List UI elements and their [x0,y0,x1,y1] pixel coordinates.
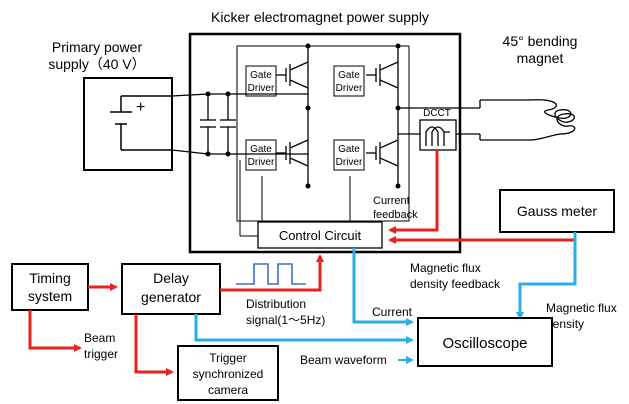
gate-driver-4-label: Gate [338,144,360,155]
igbt-q4 [366,139,399,167]
control-circuit-label: Control Circuit [279,228,362,243]
magnet-coil-icon [529,99,576,141]
distribution-label-1: Distribution [246,297,306,311]
delay-to-camera-arrow [134,314,174,376]
dcct-coil-icon [425,126,450,146]
delay-generator-box [121,263,221,315]
capacitor-2 [220,94,236,154]
igbt-q2 [366,61,399,89]
camera-label-2: synchronized [193,367,264,381]
primary-power-box [83,77,173,171]
kicker-power-supply-box [188,32,462,254]
kicker-title: Kicker electromagnet power supply [211,9,429,25]
timing-label-1: Timing [29,270,71,286]
current-label: Current [372,305,413,319]
primary-title-1: Primary power [52,39,143,55]
magnet-title-1: 45° bending [503,33,578,49]
flux-feedback-label-1: Magnetic flux [410,261,481,275]
flux-density-label-2: density [546,317,584,331]
flux-density-arrow [516,232,577,320]
magnet-title-2: magnet [517,50,564,66]
pulse-waveform-icon [236,263,306,285]
gauss-meter-box [499,189,615,233]
current-feedback-label-1: Current [373,195,410,207]
current-feedback-label-2: feedback [373,209,418,221]
plus-sign: + [136,99,145,116]
beam-trigger-label-1: Beam [84,331,115,345]
distribution-label-2: signal(1～5Hz) [246,313,325,327]
timing-label-2: system [28,288,72,304]
gate-driver-3-label: Gate [250,144,272,155]
oscilloscope-label: Oscilloscope [442,335,527,352]
beam-trigger-label-2: trigger [84,347,118,361]
igbt-q1 [276,61,309,89]
gate-driver-1-label: Gate [250,70,272,81]
igbt-q3 [276,139,309,167]
delay-to-scope-arrow [194,314,414,344]
delay-label-1: Delay [153,270,189,286]
capacitor-1 [200,94,216,154]
delay-label-2: generator [141,289,201,305]
beam-trigger-arrow [28,310,82,352]
gate-driver-3 [245,139,277,171]
oscilloscope-box [417,317,553,367]
current-feedback-arrow [388,150,439,234]
camera-label-1: Trigger [209,351,247,365]
gate-driver-3-label-2: Driver [248,157,275,168]
flux-feedback-label-2: density feedback [410,277,501,291]
gate-driver-1-label-2: Driver [248,83,275,94]
flux-density-label-1: Magnetic flux [546,301,617,315]
gate-driver-2-label: Gate [338,70,360,81]
dcct-label: DCCT [423,108,451,119]
timing-system-box [11,263,89,311]
current-arrow [352,248,414,326]
gate-driver-1 [245,65,277,97]
camera-label-3: camera [208,383,248,397]
control-circuit-box [257,221,383,249]
battery-icon [110,95,172,151]
distribution-signal-arrow [220,254,324,292]
gate-driver-4 [333,139,365,171]
trigger-camera-box [177,345,279,401]
gate-driver-2-label-2: Driver [336,83,363,94]
gate-driver-4-label-2: Driver [336,157,363,168]
gate-driver-2 [333,65,365,97]
primary-title-2: supply（40 V） [48,56,145,72]
flux-feedback-arrow [388,232,577,244]
beam-waveform-label: Beam waveform [300,353,387,367]
gauss-meter-label: Gauss meter [517,203,597,219]
